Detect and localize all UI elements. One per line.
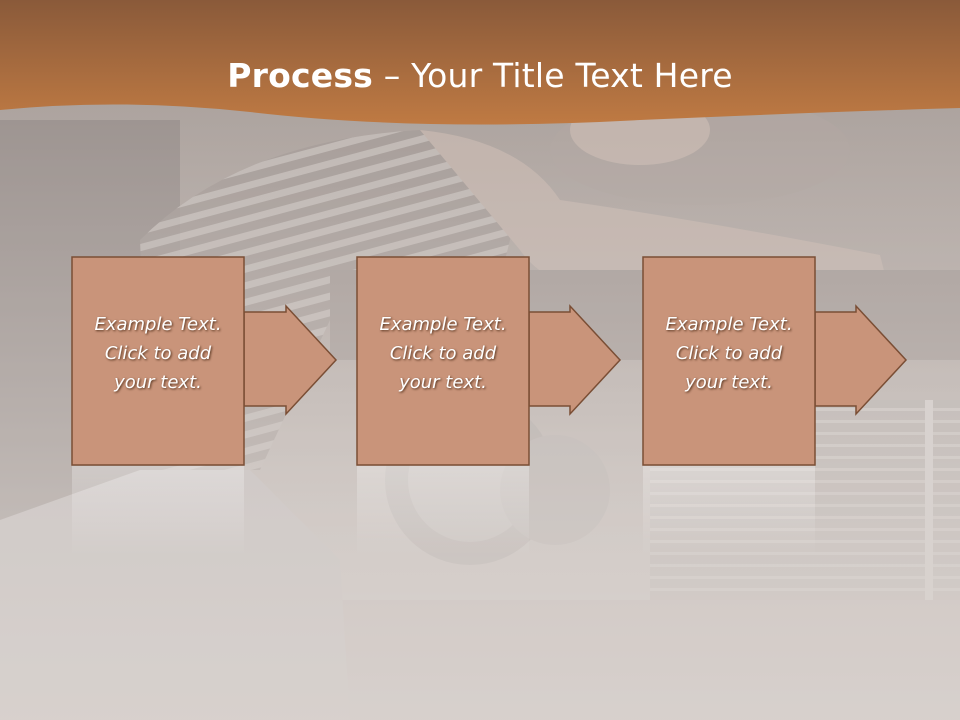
step-1-line-2: Click to add xyxy=(104,343,212,364)
slide-title[interactable]: Process – Your Title Text Here xyxy=(0,56,960,95)
step-3-line-3: your text. xyxy=(685,372,773,393)
process-step-3[interactable] xyxy=(642,256,908,556)
process-step-1[interactable] xyxy=(71,256,338,556)
step-1-box xyxy=(71,256,245,466)
step-3-text[interactable]: Example Text. Click to add your text. xyxy=(643,310,815,397)
step-2-line-3: your text. xyxy=(399,372,487,393)
title-rest: – Your Title Text Here xyxy=(373,56,733,95)
process-step-2[interactable] xyxy=(356,256,622,556)
step-2-text[interactable]: Example Text. Click to add your text. xyxy=(357,310,529,397)
step-2-arrow xyxy=(528,304,622,416)
step-2-line-2: Click to add xyxy=(389,343,497,364)
title-banner xyxy=(0,0,960,125)
step-2-line-1: Example Text. xyxy=(379,314,507,335)
step-1-text[interactable]: Example Text. Click to add your text. xyxy=(72,310,244,397)
step-3-box xyxy=(642,256,816,466)
step-1-line-3: your text. xyxy=(114,372,202,393)
step-3-line-2: Click to add xyxy=(675,343,783,364)
step-2-box xyxy=(356,256,530,466)
step-1-line-1: Example Text. xyxy=(94,314,222,335)
step-1-arrow xyxy=(243,304,338,416)
step-3-line-1: Example Text. xyxy=(665,314,793,335)
step-3-arrow xyxy=(814,304,908,416)
title-bold: Process xyxy=(227,56,374,95)
